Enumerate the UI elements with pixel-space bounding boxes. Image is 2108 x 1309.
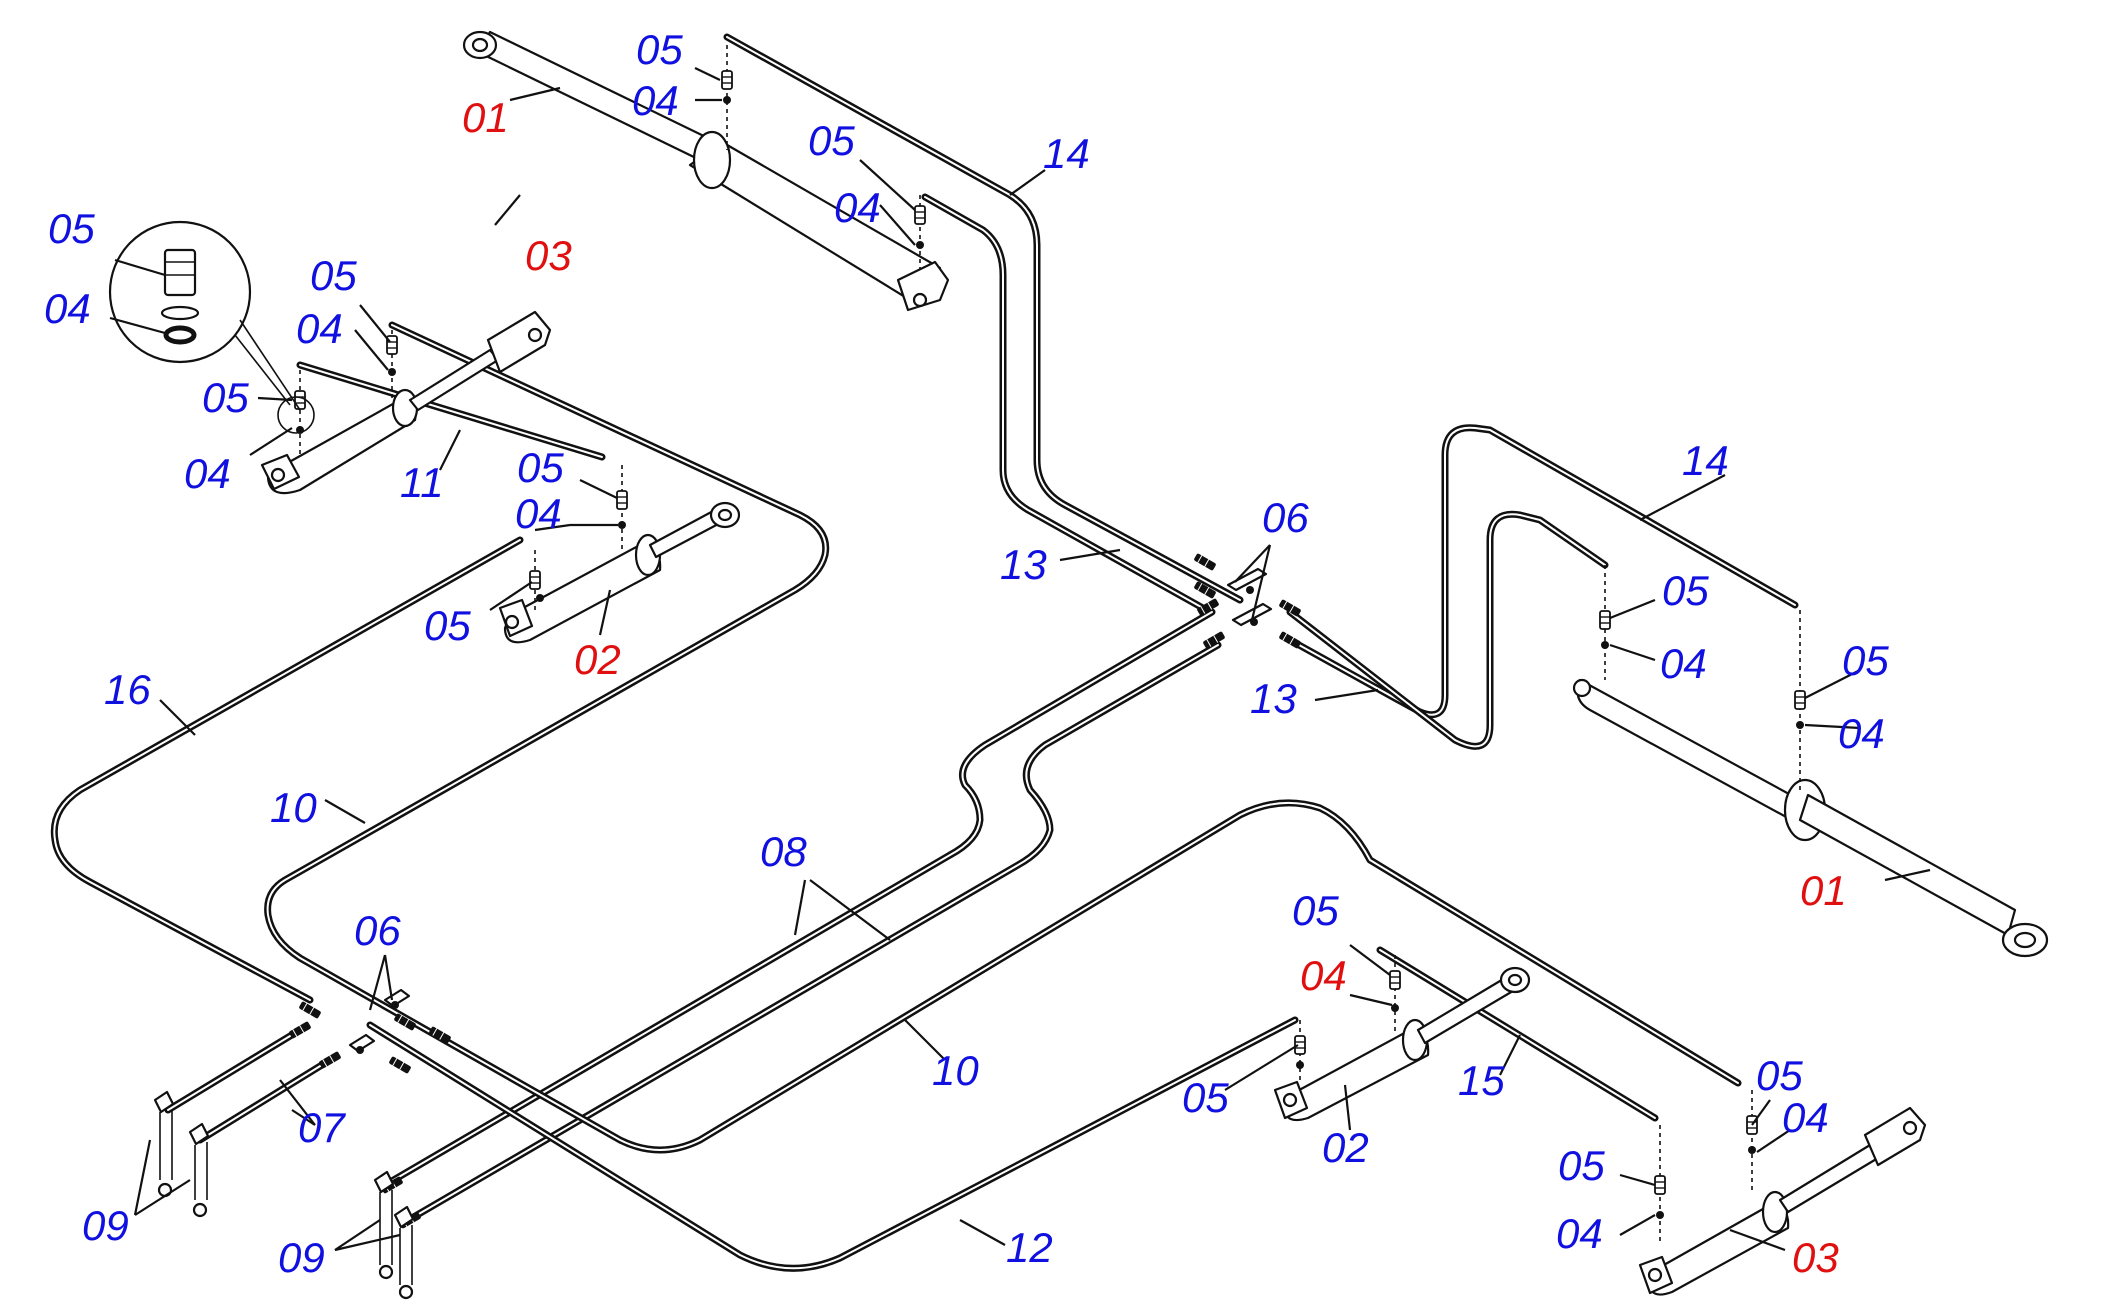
cylinder-01-top xyxy=(462,30,950,312)
port-fittings xyxy=(294,45,1806,1245)
hose-14-right xyxy=(1286,424,1799,719)
hose-10-left xyxy=(264,321,1742,1154)
label-05: 05 xyxy=(1662,567,1709,614)
label-03: 03 xyxy=(525,232,572,279)
hose-14-upper xyxy=(723,33,1244,604)
label-09: 09 xyxy=(82,1202,129,1249)
label-08: 08 xyxy=(760,828,807,875)
label-04: 04 xyxy=(184,450,231,497)
hose-13-right xyxy=(1286,510,1609,750)
label-03: 03 xyxy=(1792,1234,1839,1281)
cylinder-02-bottom xyxy=(1273,966,1531,1122)
label-13: 13 xyxy=(1000,541,1047,588)
cylinder-01-right xyxy=(1572,678,2049,958)
label-09: 09 xyxy=(278,1234,325,1281)
label-04: 04 xyxy=(296,305,343,352)
label-04: 04 xyxy=(515,490,562,537)
label-04: 04 xyxy=(1782,1094,1829,1141)
label-16: 16 xyxy=(104,666,151,713)
label-04: 04 xyxy=(1556,1210,1603,1257)
label-12: 12 xyxy=(1006,1224,1053,1271)
tee-fittings-right xyxy=(1226,567,1273,627)
label-07: 07 xyxy=(298,1104,346,1151)
hose-15 xyxy=(1376,946,1659,1122)
hose-16 xyxy=(50,536,524,1004)
label-01: 01 xyxy=(1800,867,1847,914)
cylinder-03-bottom xyxy=(1638,1106,1927,1296)
cylinder-03-left xyxy=(260,310,552,495)
label-04: 04 xyxy=(1300,952,1347,999)
label-05: 05 xyxy=(1558,1142,1605,1189)
hose-11 xyxy=(296,361,606,461)
label-01: 01 xyxy=(462,94,509,141)
label-11: 11 xyxy=(400,459,444,506)
label-05: 05 xyxy=(424,602,471,649)
label-15: 15 xyxy=(1458,1057,1505,1104)
label-05: 05 xyxy=(1842,637,1889,684)
label-13: 13 xyxy=(1250,675,1297,722)
label-06: 06 xyxy=(354,907,401,954)
label-04: 04 xyxy=(1660,640,1707,687)
hose-07 xyxy=(164,1026,334,1144)
label-05: 05 xyxy=(1756,1052,1803,1099)
label-05: 05 xyxy=(636,26,683,73)
label-05: 05 xyxy=(1182,1074,1229,1121)
label-02: 02 xyxy=(1322,1124,1369,1171)
hoses xyxy=(50,33,1799,1272)
label-04: 04 xyxy=(44,285,91,332)
cylinder-02-left xyxy=(498,501,741,644)
label-05: 05 xyxy=(48,205,95,252)
label-02: 02 xyxy=(574,636,621,683)
hose-13-upper xyxy=(921,193,1214,616)
hose-08 xyxy=(381,608,1222,1226)
label-04: 04 xyxy=(1838,710,1885,757)
label-05: 05 xyxy=(310,252,357,299)
label-04: 04 xyxy=(834,184,881,231)
label-05: 05 xyxy=(808,117,855,164)
label-10: 10 xyxy=(270,784,317,831)
label-04: 04 xyxy=(632,77,679,124)
part-labels: 01 05 04 05 04 14 05 04 05 04 03 05 04 1… xyxy=(44,26,1889,1281)
label-05: 05 xyxy=(202,374,249,421)
label-05: 05 xyxy=(1292,887,1339,934)
tee-fittings-left xyxy=(348,988,411,1054)
hose-crimps xyxy=(287,552,1303,1230)
label-05: 05 xyxy=(517,444,564,491)
label-14: 14 xyxy=(1682,437,1729,484)
label-10: 10 xyxy=(932,1047,979,1094)
label-14: 14 xyxy=(1043,130,1090,177)
hose-12 xyxy=(366,1016,1299,1272)
label-06: 06 xyxy=(1262,494,1309,541)
leader-lines xyxy=(109,67,1931,1252)
